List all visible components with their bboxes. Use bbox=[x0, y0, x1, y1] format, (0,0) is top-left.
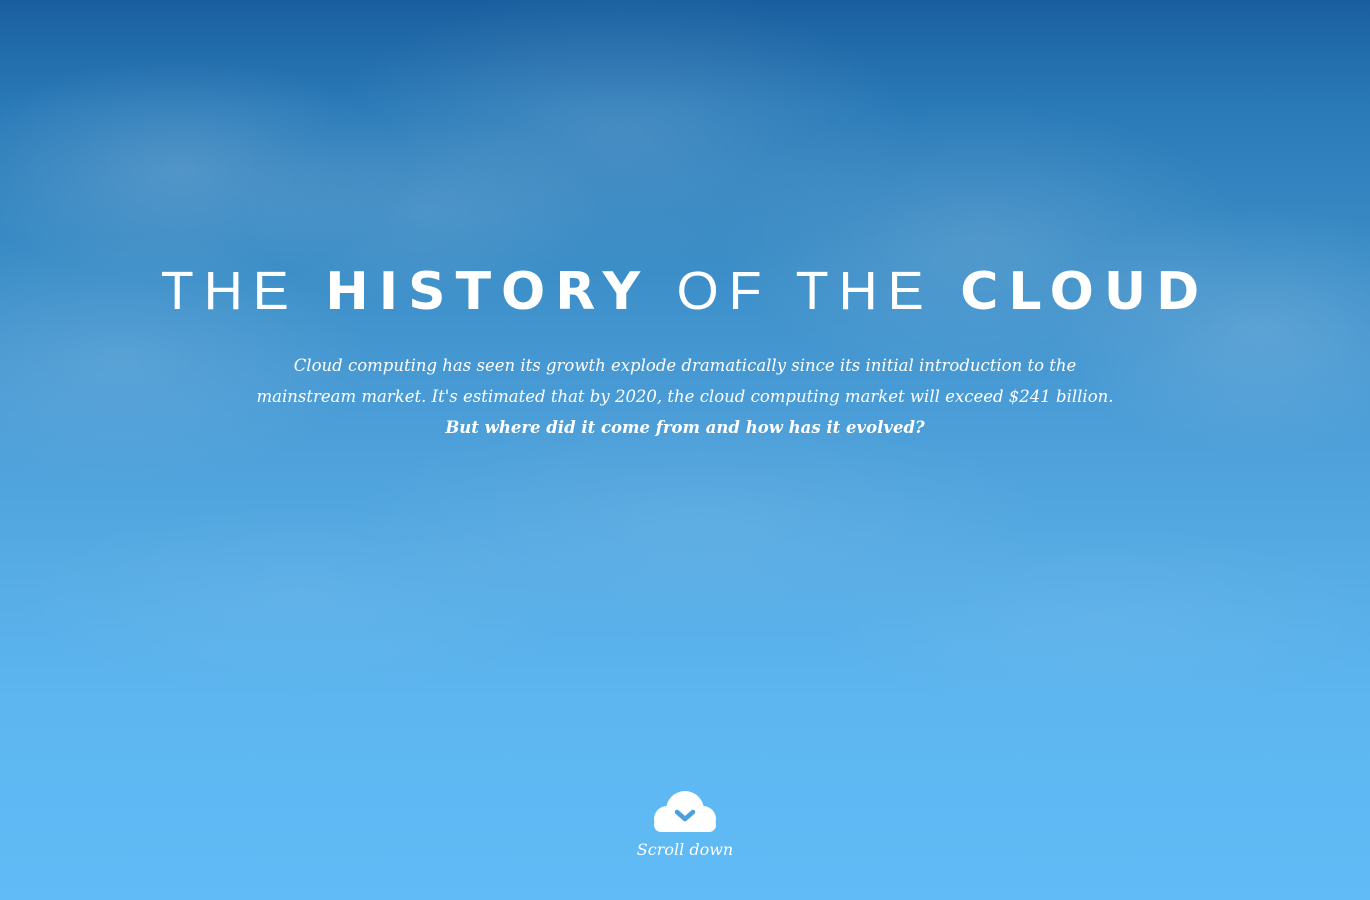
page-title: THE HISTORY OF THE CLOUD bbox=[0, 256, 1370, 327]
intro-line-1: Cloud computing has seen its growth expl… bbox=[293, 356, 1077, 375]
cloud-chevron-down-icon bbox=[654, 791, 716, 832]
title-word-history: HISTORY bbox=[325, 262, 651, 322]
intro-line-2: mainstream market. It's estimated that b… bbox=[256, 387, 1114, 406]
scroll-down-label: Scroll down bbox=[636, 840, 734, 859]
scroll-down-button[interactable]: Scroll down bbox=[585, 788, 785, 859]
title-word-cloud: CLOUD bbox=[960, 262, 1210, 322]
intro-paragraph: Cloud computing has seen its growth expl… bbox=[235, 350, 1135, 443]
title-word-of-the: OF THE bbox=[676, 261, 934, 321]
title-word-the: THE bbox=[160, 261, 299, 321]
intro-question: But where did it come from and how has i… bbox=[445, 418, 925, 437]
